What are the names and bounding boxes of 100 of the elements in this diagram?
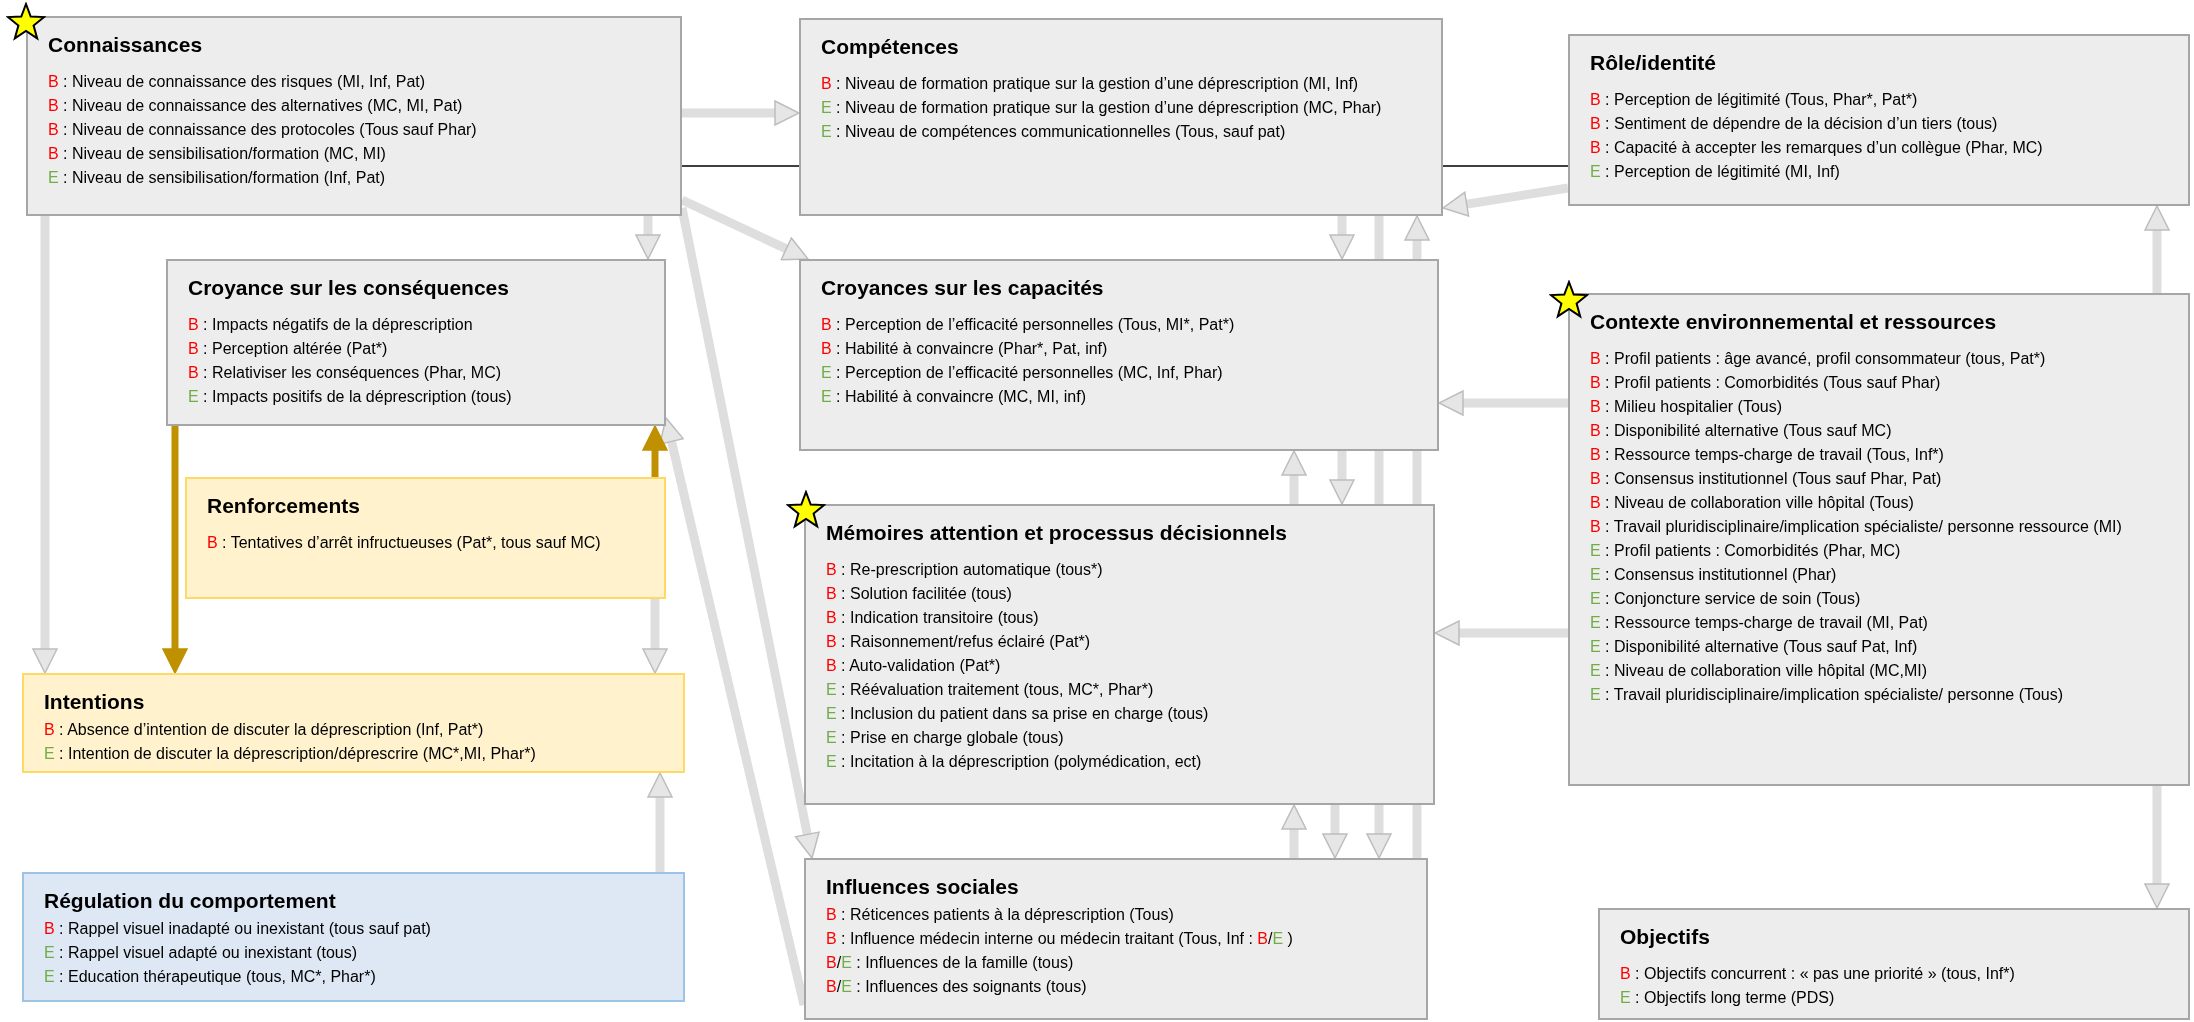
factor-text: B : Indication transitoire (tous) (826, 608, 1040, 629)
factor-text: E : Perception de l’efficacité personnelles (MC, Inf, Phar) (821, 363, 1224, 384)
factor-text: B : Rappel visuel inadapté ou inexistant (tous sauf pat) (44, 919, 432, 940)
factor-text: B : Réticences patients à la déprescription (Tous) (826, 905, 1175, 926)
factor-text: B : Capacité à accepter les remarques d’un collègue (Phar, MC) (1590, 138, 2044, 159)
factor-text: B : Objectifs concurrent : « pas une priorité » (tous, Inf*) (1620, 964, 2016, 985)
category-box (22, 872, 685, 1002)
arrow (1329, 216, 1355, 260)
arrow (682, 100, 800, 126)
factor-text: B : Tentatives d’arrêt infructueuses (Pat*, tous sauf MC) (207, 533, 602, 554)
connector-line (681, 165, 800, 167)
factor-text: B : Impacts négatifs de la déprescription (188, 315, 474, 336)
category-box (799, 259, 1439, 451)
factor-text: E : Education thérapeutique (tous, MC*, Phar*) (44, 967, 377, 988)
factor-text: E : Niveau de collaboration ville hôpital (MC,MI) (1590, 661, 1929, 682)
arrow (162, 426, 188, 674)
factor-text: E : Niveau de formation pratique sur la gestion d’une déprescription (MC, Phar) (821, 98, 1383, 119)
arrow (642, 425, 668, 477)
factor-text: E : Niveau de sensibilisation/formation (Inf, Pat) (48, 168, 387, 189)
box-title: Renforcements (207, 493, 361, 519)
category-box (166, 259, 666, 426)
factor-text: B : Sentiment de dépendre de la décision d’un tiers (tous) (1590, 114, 1999, 135)
factor-text: B/E : Influences des soignants (tous) (826, 977, 1088, 998)
box-title: Croyances sur les capacités (821, 275, 1105, 301)
factor-text: B : Niveau de sensibilisation/formation (MC, MI) (48, 144, 387, 165)
factor-text: B : Relativiser les conséquences (Phar, MC) (188, 363, 502, 384)
factor-text: B : Perception de l’efficacité personnelles (Tous, MI*, Pat*) (821, 315, 1236, 336)
arrow (642, 599, 668, 674)
category-box (1598, 908, 2190, 1020)
factor-text: B : Profil patients : âge avancé, profil consommateur (tous, Pat*) (1590, 349, 2047, 370)
box-title: Mémoires attention et processus décisionnels (826, 520, 1288, 546)
factor-text: E : Conjoncture service de soin (Tous) (1590, 589, 1862, 610)
connector-line (1442, 165, 1569, 167)
factor-text: B : Habilité à convaincre (Phar*, Pat, inf) (821, 339, 1109, 360)
factor-text: B : Influence médecin interne ou médecin traitant (Tous, Inf : B/E ) (826, 929, 1294, 950)
connector-bar (1412, 805, 1422, 858)
arrow (2144, 786, 2170, 909)
factor-text: E : Prise en charge globale (tous) (826, 728, 1065, 749)
factor-text: E : Intention de discuter la déprescription/déprescrire (MC*,MI, Phar*) (44, 744, 537, 765)
category-box (26, 16, 682, 216)
connector-bar (1412, 451, 1422, 504)
factor-text: B : Auto-validation (Pat*) (826, 656, 1002, 677)
arrow (635, 216, 661, 260)
category-box (804, 858, 1428, 1020)
box-title: Régulation du comportement (44, 888, 337, 914)
arrow (1434, 620, 1568, 646)
arrow (1281, 804, 1307, 858)
factor-text: E : Disponibilité alternative (Tous sauf Pat, Inf) (1590, 637, 1919, 658)
factor-text: B : Raisonnement/refus éclairé (Pat*) (826, 632, 1092, 653)
factor-text: B : Consensus institutionnel (Tous sauf Phar, Pat) (1590, 469, 1943, 490)
factor-text: B : Niveau de connaissance des risques (MI, Inf, Pat) (48, 72, 427, 93)
connector-bar (1374, 216, 1384, 259)
category-box (185, 477, 666, 599)
factor-text: B/E : Influences de la famille (tous) (826, 953, 1075, 974)
factor-text: E : Incitation à la déprescription (polymédication, ect) (826, 752, 1203, 773)
category-box (799, 18, 1443, 216)
factor-text: B : Niveau de connaissance des alternatives (MC, MI, Pat) (48, 96, 464, 117)
factor-text: B : Re-prescription automatique (tous*) (826, 560, 1104, 581)
category-box (1568, 34, 2190, 206)
factor-text: B : Disponibilité alternative (Tous sauf MC) (1590, 421, 1893, 442)
factor-text: E : Perception de légitimité (MI, Inf) (1590, 162, 1841, 183)
factor-text: E : Consensus institutionnel (Phar) (1590, 565, 1838, 586)
factor-text: E : Ressource temps-charge de travail (MI, Pat) (1590, 613, 1929, 634)
factor-text: B : Absence d’intention de discuter la déprescription (Inf, Pat*) (44, 720, 485, 741)
category-box (22, 673, 685, 773)
category-box (1568, 293, 2190, 786)
factor-text: B : Travail pluridisciplinaire/implication spécialiste/ personne ressource (MI) (1590, 517, 2123, 538)
factor-text: B : Solution facilitée (tous) (826, 584, 1013, 605)
factor-text: B : Ressource temps-charge de travail (Tous, Inf*) (1590, 445, 1945, 466)
factor-text: B : Perception de légitimité (Tous, Phar*, Pat*) (1590, 90, 1919, 111)
arrow (1404, 215, 1430, 259)
factor-text: E : Niveau de compétences communicationnelles (Tous, sauf pat) (821, 122, 1287, 143)
arrow (647, 772, 673, 872)
box-title: Intentions (44, 689, 146, 715)
box-title: Objectifs (1620, 924, 1711, 950)
factor-text: E : Inclusion du patient dans sa prise en charge (tous) (826, 704, 1210, 725)
box-title: Contexte environnemental et ressources (1590, 309, 1998, 335)
box-title: Croyance sur les conséquences (188, 275, 510, 301)
factor-text: B : Niveau de formation pratique sur la gestion d’une déprescription (MI, Inf) (821, 74, 1360, 95)
box-title: Connaissances (48, 32, 204, 58)
connector-bar (1374, 451, 1384, 504)
factor-text: B : Profil patients : Comorbidités (Tous sauf Phar) (1590, 373, 1942, 394)
factor-text: E : Rappel visuel adapté ou inexistant (tous) (44, 943, 359, 964)
arrow (32, 216, 58, 674)
arrow (1366, 805, 1392, 859)
category-box (804, 504, 1435, 805)
arrow (1329, 451, 1355, 505)
factor-text: E : Habilité à convaincre (MC, MI, inf) (821, 387, 1087, 408)
arrow (677, 207, 820, 859)
factor-text: B : Niveau de collaboration ville hôpital (Tous) (1590, 493, 1915, 514)
box-title: Influences sociales (826, 874, 1020, 900)
factor-text: E : Réévaluation traitement (tous, MC*, Phar*) (826, 680, 1155, 701)
arrow (1281, 450, 1307, 504)
factor-text: E : Profil patients : Comorbidités (Phar, MC) (1590, 541, 1902, 562)
arrow (1322, 805, 1348, 859)
factor-text: B : Niveau de connaissance des protocoles (Tous sauf Phar) (48, 120, 478, 141)
factor-text: E : Impacts positifs de la déprescription (tous) (188, 387, 513, 408)
factor-text: B : Milieu hospitalier (Tous) (1590, 397, 1784, 418)
factor-text: E : Objectifs long terme (PDS) (1620, 988, 1836, 1009)
arrow (2144, 205, 2170, 293)
